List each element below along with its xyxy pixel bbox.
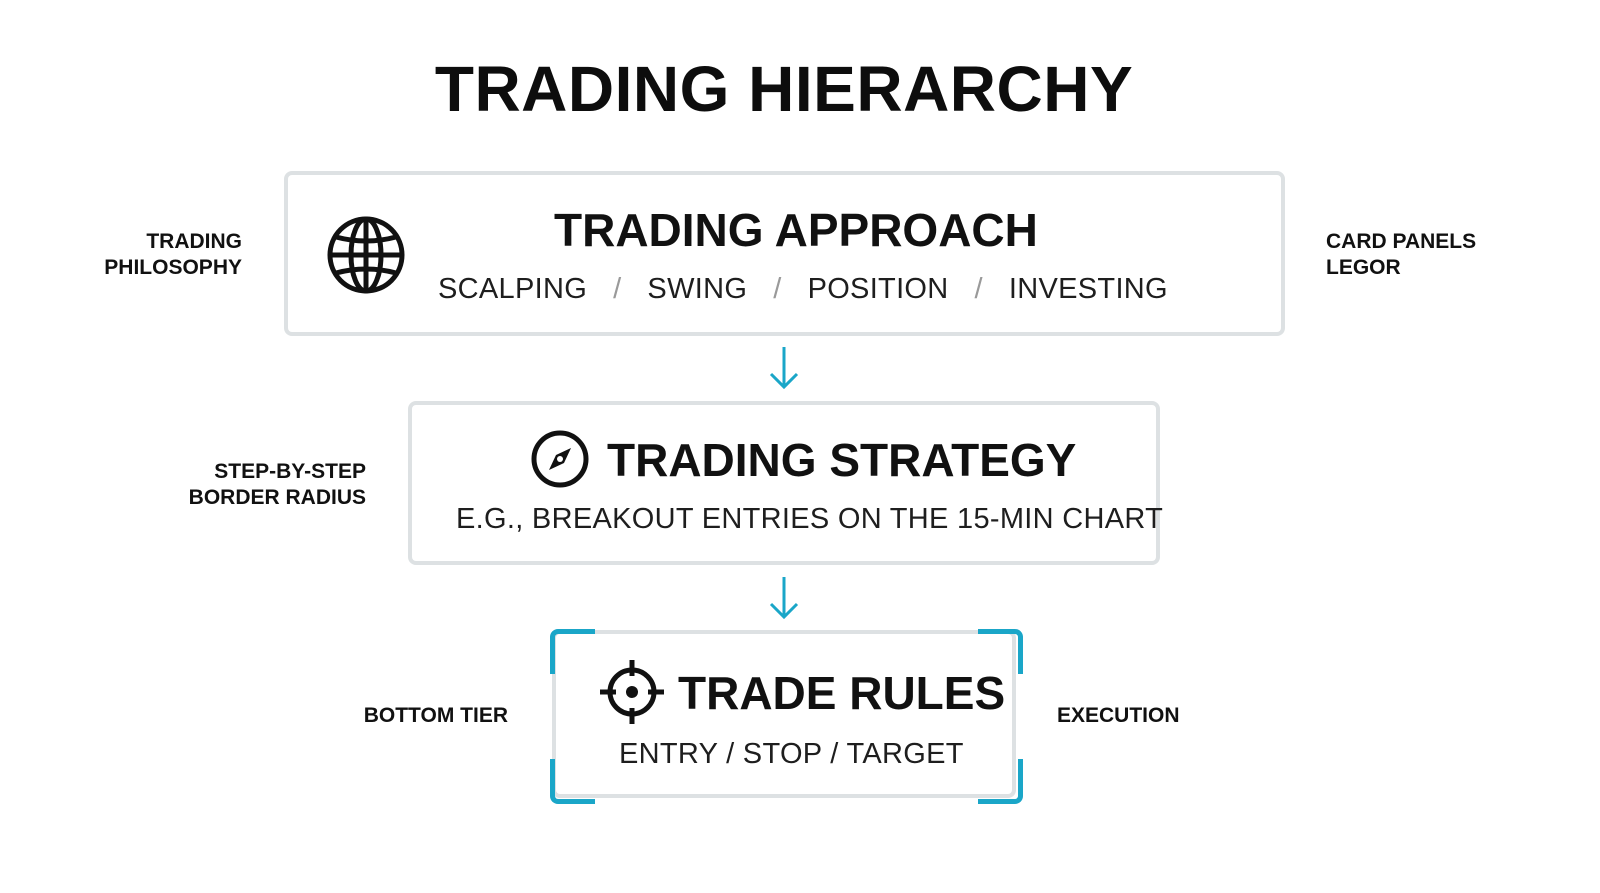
approach-item: INVESTING [1008,273,1168,305]
strategy-title: TRADING STRATEGY [607,434,1077,486]
crosshair-icon [600,660,664,724]
highlight-corner [550,759,595,804]
approach-items: SCALPING / SWING / POSITION / INVESTING [438,273,1168,306]
highlight-corner [978,759,1023,804]
approach-card: TRADING APPROACH SCALPING / SWING / POSI… [284,171,1285,336]
arrow-down-icon [769,577,799,620]
rules-subtitle: ENTRY / STOP / TARGET [619,738,964,770]
strategy-left-label-line2: BORDER RADIUS [188,486,366,509]
approach-separator: / [974,273,983,305]
highlight-corner [550,629,595,674]
strategy-left-label: STEP-BY-STEP BORDER RADIUS [160,459,366,511]
approach-left-label-line1: TRADING [146,230,242,253]
approach-left-label: TRADING PHILOSOPHY [90,229,242,281]
arrow-down-icon [769,347,799,390]
strategy-left-label-line1: STEP-BY-STEP [214,460,366,483]
page-title: TRADING HIERARCHY [434,53,1134,125]
approach-item: POSITION [807,273,949,305]
approach-title: TRADING APPROACH [554,204,1038,256]
rules-right-label: EXECUTION [1057,704,1180,727]
rules-left-label: BOTTOM TIER [363,704,508,727]
highlight-corner [978,629,1023,674]
rules-title: TRADE RULES [678,667,1006,719]
approach-right-label-line2: LEGOR [1326,256,1401,279]
approach-right-label-line1: CARD PANELS [1326,230,1477,253]
approach-item: SCALPING [438,273,588,305]
approach-left-label-line2: PHILOSOPHY [104,256,242,279]
strategy-card: TRADING STRATEGY E.G., BREAKOUT ENTRIES … [408,401,1164,565]
approach-separator: / [613,273,622,305]
approach-right-label: CARD PANELS LEGOR [1326,229,1526,281]
compass-icon [531,430,589,488]
strategy-subtitle: E.G., BREAKOUT ENTRIES ON THE 15-MIN CHA… [456,503,1164,535]
approach-item: SWING [647,273,748,305]
rules-card: TRADE RULES ENTRY / STOP / TARGET [552,630,1016,798]
globe-icon [327,216,405,294]
approach-separator: / [773,273,782,305]
